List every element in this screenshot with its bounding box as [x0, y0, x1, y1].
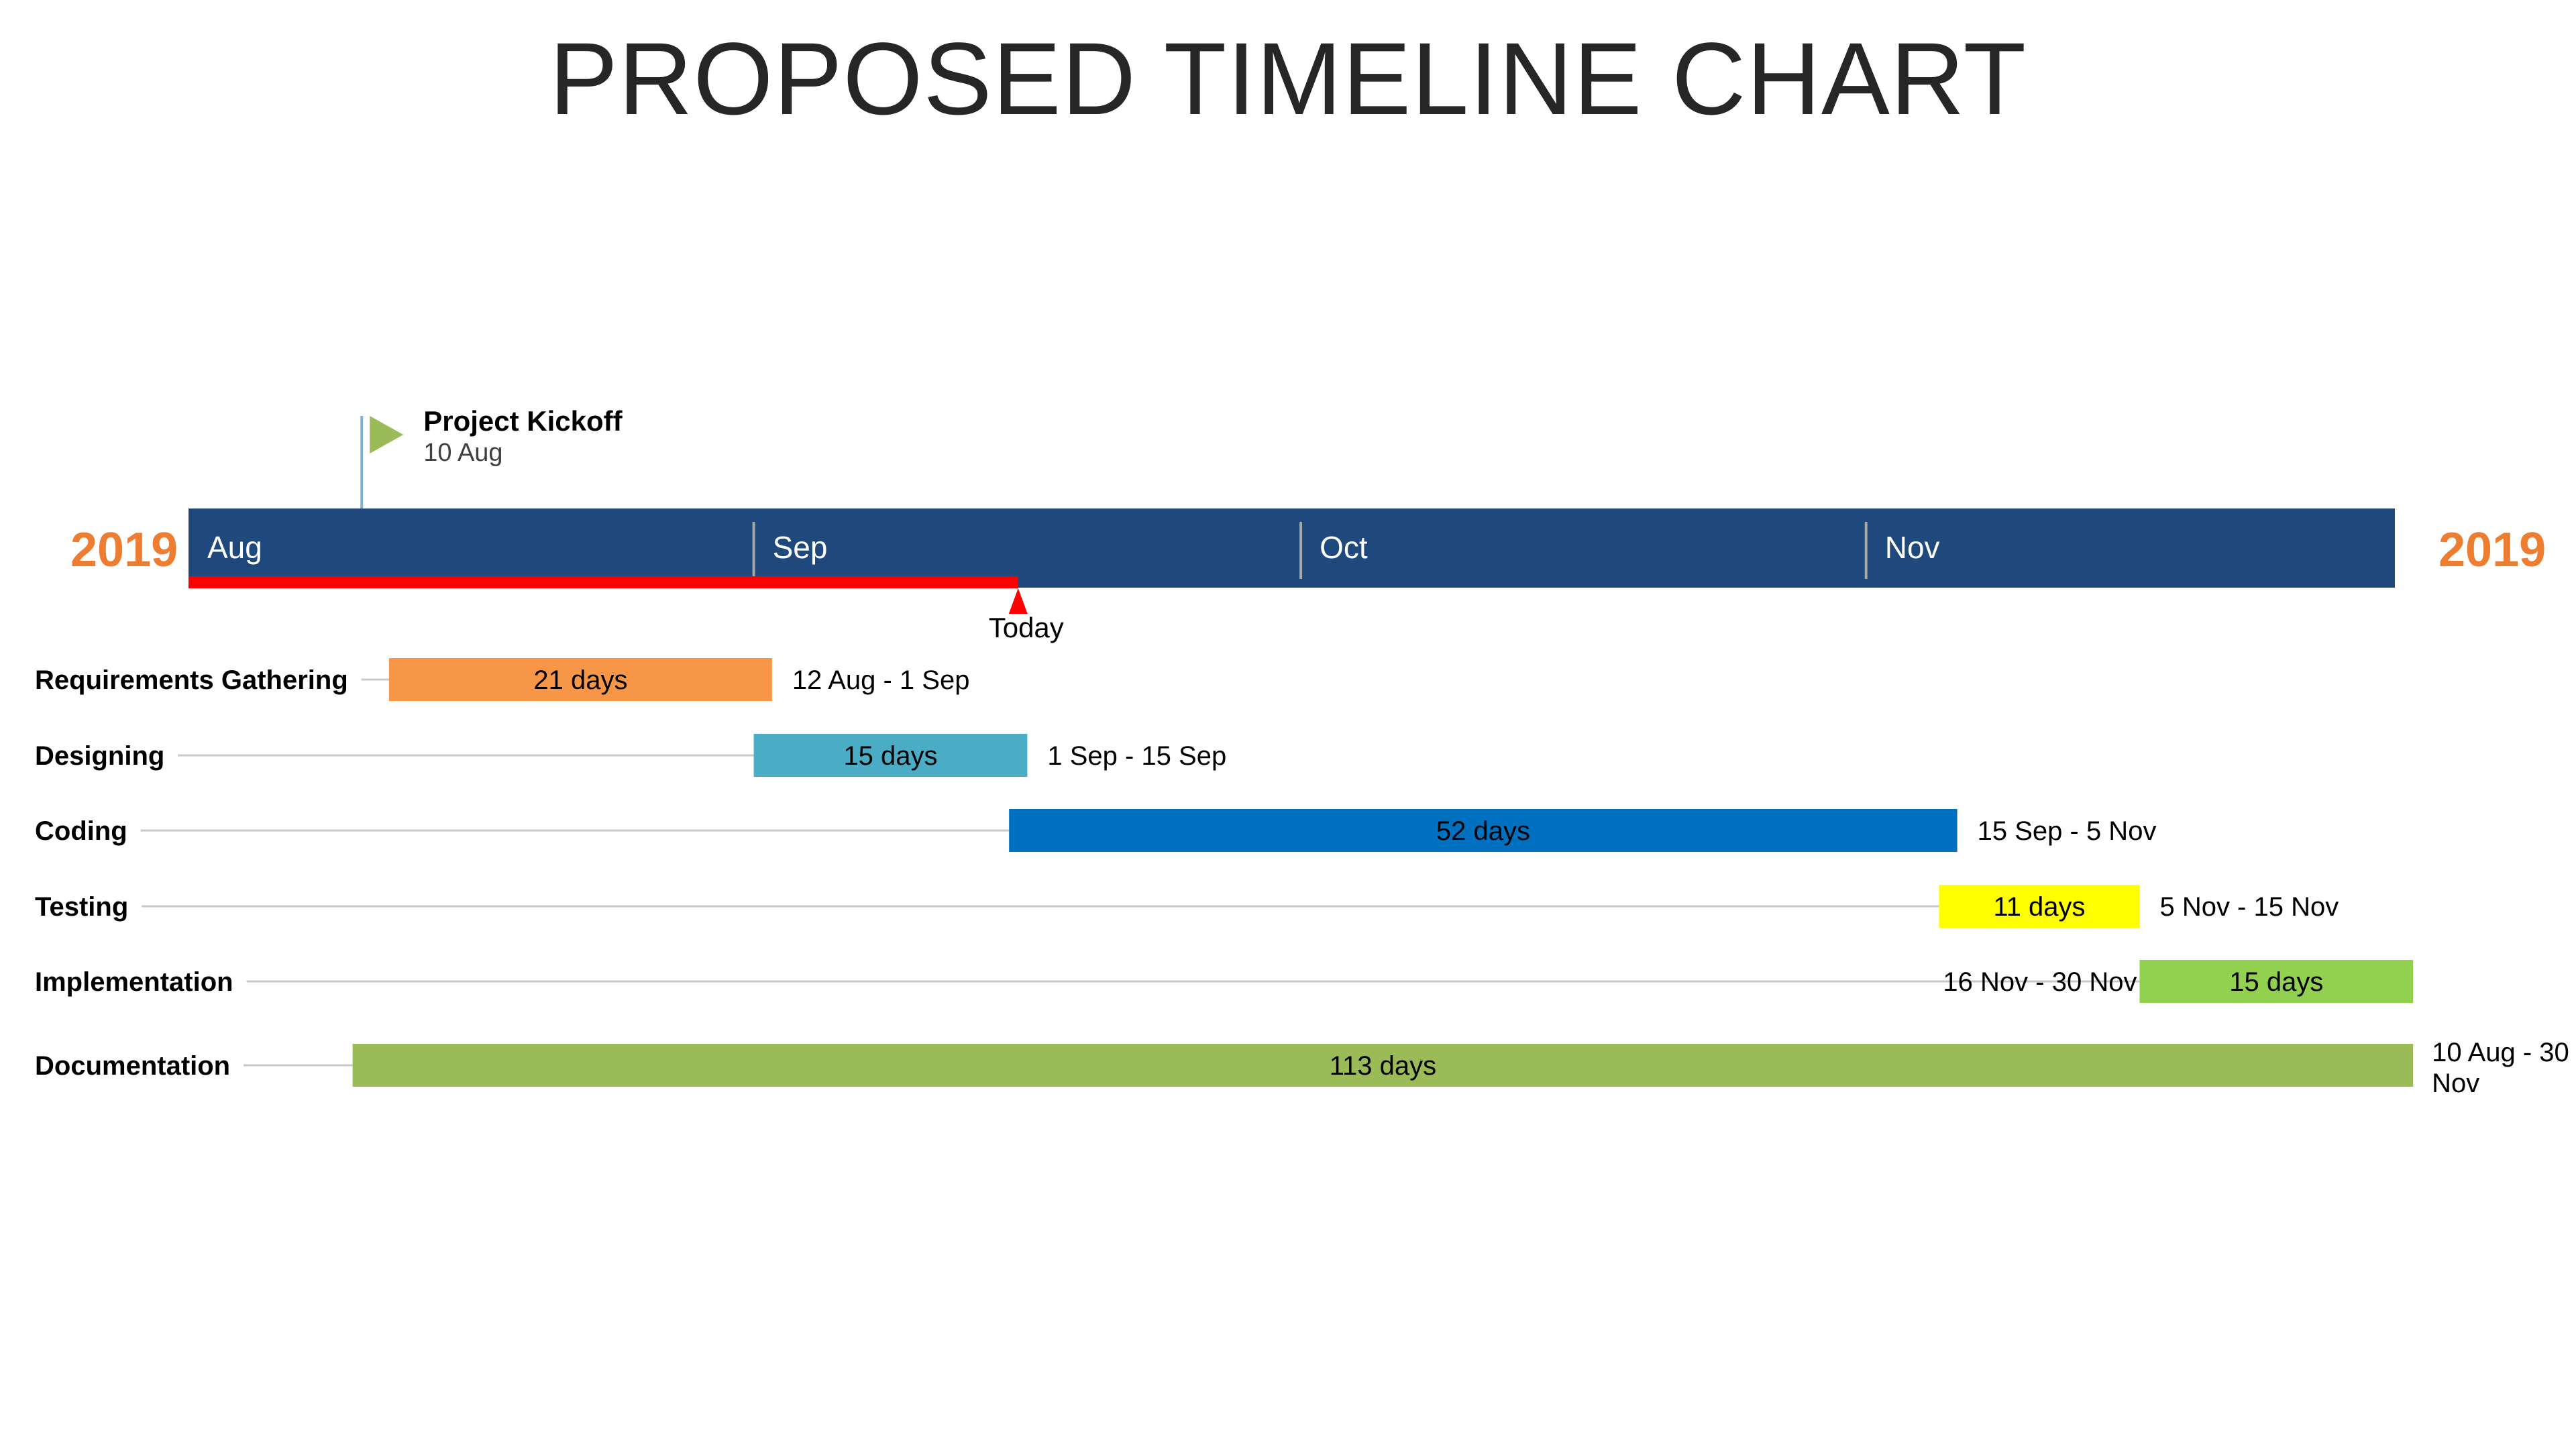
task-range-label: 5 Nov - 15 Nov — [2159, 892, 2339, 922]
task-name-backing — [32, 815, 141, 847]
task-name: Coding — [35, 816, 127, 846]
task-name: Implementation — [35, 967, 233, 997]
today-progress-bar — [189, 576, 1018, 588]
milestone-label: Project Kickoff — [423, 405, 623, 437]
task-duration-label: 52 days — [1436, 816, 1530, 846]
milestone-date: 10 Aug — [423, 439, 502, 467]
task-range-label: 16 Nov - 30 Nov — [1943, 967, 2137, 997]
task-name-backing — [32, 891, 142, 923]
month-label: Oct — [1320, 530, 1368, 565]
month-label: Sep — [773, 530, 828, 565]
task-name: Testing — [35, 892, 128, 922]
task-range-label: 15 Sep - 5 Nov — [1978, 816, 2157, 846]
month-label: Aug — [207, 530, 262, 565]
today-label: Today — [989, 612, 1064, 643]
task-duration-label: 113 days — [1330, 1051, 1436, 1081]
task-range-label: 1 Sep - 15 Sep — [1047, 741, 1226, 771]
task-name-backing — [32, 966, 247, 998]
chart-title: PROPOSED TIMELINE CHART — [549, 21, 2027, 136]
year-label-left: 2019 — [70, 523, 178, 577]
task-duration-label: 15 days — [2229, 967, 2323, 997]
milestone-flag-icon — [370, 416, 404, 453]
timescale-band — [189, 508, 2395, 588]
task-name-backing — [32, 664, 362, 696]
task-name-backing — [32, 1050, 244, 1082]
today-marker-icon — [1008, 588, 1028, 614]
task-bar — [389, 658, 772, 701]
year-label-right: 2019 — [2438, 523, 2546, 577]
task-bar — [2139, 960, 2414, 1003]
task-duration-label: 15 days — [843, 741, 937, 771]
task-duration-label: 11 days — [1993, 892, 2085, 922]
task-name: Requirements Gathering — [35, 665, 348, 695]
month-label: Nov — [1885, 530, 1940, 565]
task-bar — [1939, 885, 2140, 928]
task-bar — [352, 1044, 2414, 1087]
task-range-label-cont: Nov — [2432, 1069, 2479, 1098]
task-name: Documentation — [35, 1051, 230, 1081]
task-bar — [1009, 809, 1957, 852]
task-range-label: 12 Aug - 1 Sep — [792, 665, 970, 695]
task-range-label: 10 Aug - 30 — [2432, 1038, 2569, 1067]
task-duration-label: 21 days — [533, 665, 627, 695]
task-bar — [753, 734, 1028, 777]
task-name: Designing — [35, 741, 164, 771]
task-name-backing — [32, 740, 178, 772]
